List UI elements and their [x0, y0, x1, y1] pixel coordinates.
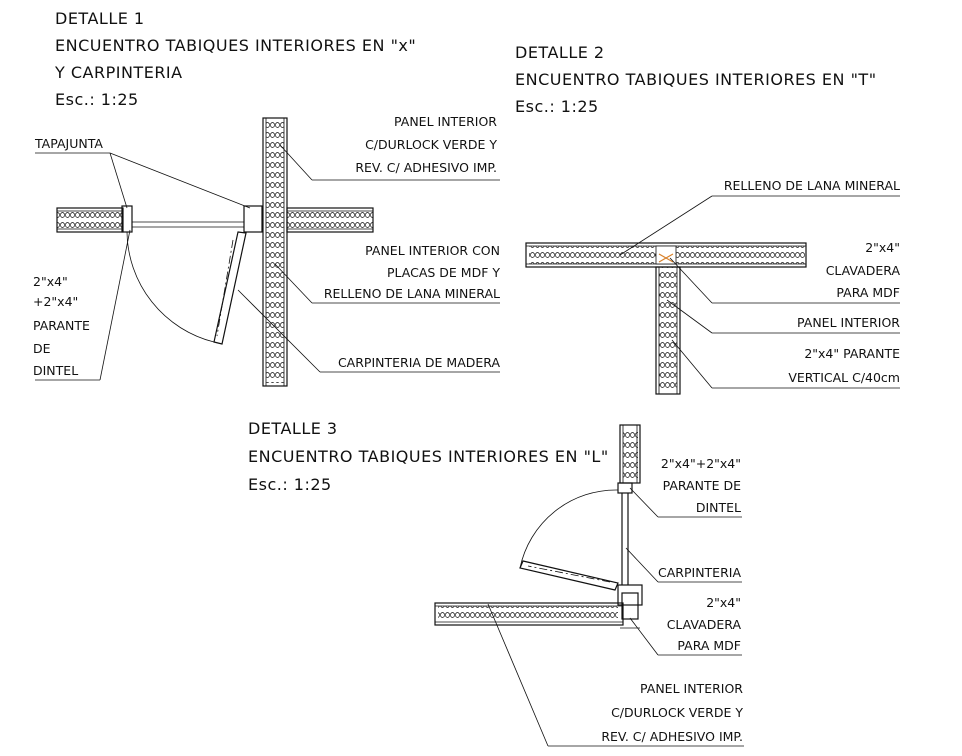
detalle-1-subtitle: ENCUENTRO TABIQUES INTERIORES EN "x" — [55, 36, 416, 55]
detalle-3: DETALLE 3 ENCUENTRO TABIQUES INTERIORES … — [248, 419, 744, 747]
d2-clavadera-line1: 2"x4" — [865, 240, 900, 255]
detalle-1-wall-left — [56, 207, 124, 233]
detalle-2-subtitle: ENCUENTRO TABIQUES INTERIORES EN "T" — [515, 70, 877, 89]
detalle-3-subtitle: ENCUENTRO TABIQUES INTERIORES EN "L" — [248, 447, 609, 466]
detalle-3-wall-vertical — [619, 424, 641, 484]
detalle-2-title: DETALLE 2 — [515, 43, 605, 62]
d3-panel-line2: C/DURLOCK VERDE Y — [611, 705, 743, 720]
d1-panel-mdf-line3: RELLENO DE LANA MINERAL — [324, 286, 500, 301]
d2-relleno-label: RELLENO DE LANA MINERAL — [724, 178, 900, 193]
d1-panel-verde-line3: REV. C/ ADHESIVO IMP. — [355, 160, 497, 175]
d1-parante-line4: DE — [33, 341, 51, 356]
tapajunta-label: TAPAJUNTA — [34, 136, 103, 151]
detalle-3-wall-horizontal — [434, 602, 624, 626]
d1-panel-verde-line1: PANEL INTERIOR — [394, 114, 497, 129]
detalle-2-scale: Esc.: 1:25 — [515, 97, 599, 116]
detalle-1-scale: Esc.: 1:25 — [55, 90, 139, 109]
detalle-1: DETALLE 1 ENCUENTRO TABIQUES INTERIORES … — [33, 9, 501, 387]
detalle-1-door — [126, 231, 247, 345]
detalle-1-subtitle-line2: Y CARPINTERIA — [54, 63, 183, 82]
d3-clavadera-line2: CLAVADERA — [667, 617, 742, 632]
detalle-2-clavadera-mark — [658, 253, 674, 263]
d3-parante-line2: PARANTE DE — [663, 478, 742, 493]
detalle-1-wall-right — [286, 207, 374, 233]
d1-parante-line5: DINTEL — [33, 363, 78, 378]
detalle-2: DETALLE 2 ENCUENTRO TABIQUES INTERIORES … — [515, 43, 901, 395]
d2-panel-label: PANEL INTERIOR — [797, 315, 900, 330]
detalle-3-title: DETALLE 3 — [248, 419, 338, 438]
d1-parante-line1: 2"x4" — [33, 274, 68, 289]
d1-panel-mdf-line2: PLACAS DE MDF Y — [387, 265, 500, 280]
d3-parante-line3: DINTEL — [696, 500, 741, 515]
d1-parante-line2: +2"x4" — [33, 294, 78, 309]
detalle-1-wall-vertical — [262, 117, 288, 387]
d1-parante-line3: PARANTE — [33, 318, 90, 333]
d3-panel-line3: REV. C/ ADHESIVO IMP. — [601, 729, 743, 744]
d3-parante-line1: 2"x4"+2"x4" — [661, 456, 741, 471]
d3-clavadera-line3: PARA MDF — [677, 638, 741, 653]
d1-carpinteria-label: CARPINTERIA DE MADERA — [338, 355, 501, 370]
d3-panel-line1: PANEL INTERIOR — [640, 681, 743, 696]
d2-clavadera-line2: CLAVADERA — [826, 263, 901, 278]
detalle-3-door — [519, 489, 619, 591]
d2-clavadera-line3: PARA MDF — [836, 285, 900, 300]
detalle-2-wall-vertical — [655, 266, 681, 395]
d1-panel-mdf-line1: PANEL INTERIOR CON — [365, 243, 500, 258]
d3-clavadera-line1: 2"x4" — [706, 595, 741, 610]
d1-panel-verde-line2: C/DURLOCK VERDE Y — [365, 137, 497, 152]
detalle-1-frame-right — [243, 205, 263, 233]
d2-parante-line2: VERTICAL C/40cm — [788, 370, 900, 385]
d2-parante-line1: 2"x4" PARANTE — [804, 346, 900, 361]
detalle-3-scale: Esc.: 1:25 — [248, 475, 332, 494]
detalle-1-title: DETALLE 1 — [55, 9, 145, 28]
d3-carpinteria-label: CARPINTERIA — [658, 565, 741, 580]
